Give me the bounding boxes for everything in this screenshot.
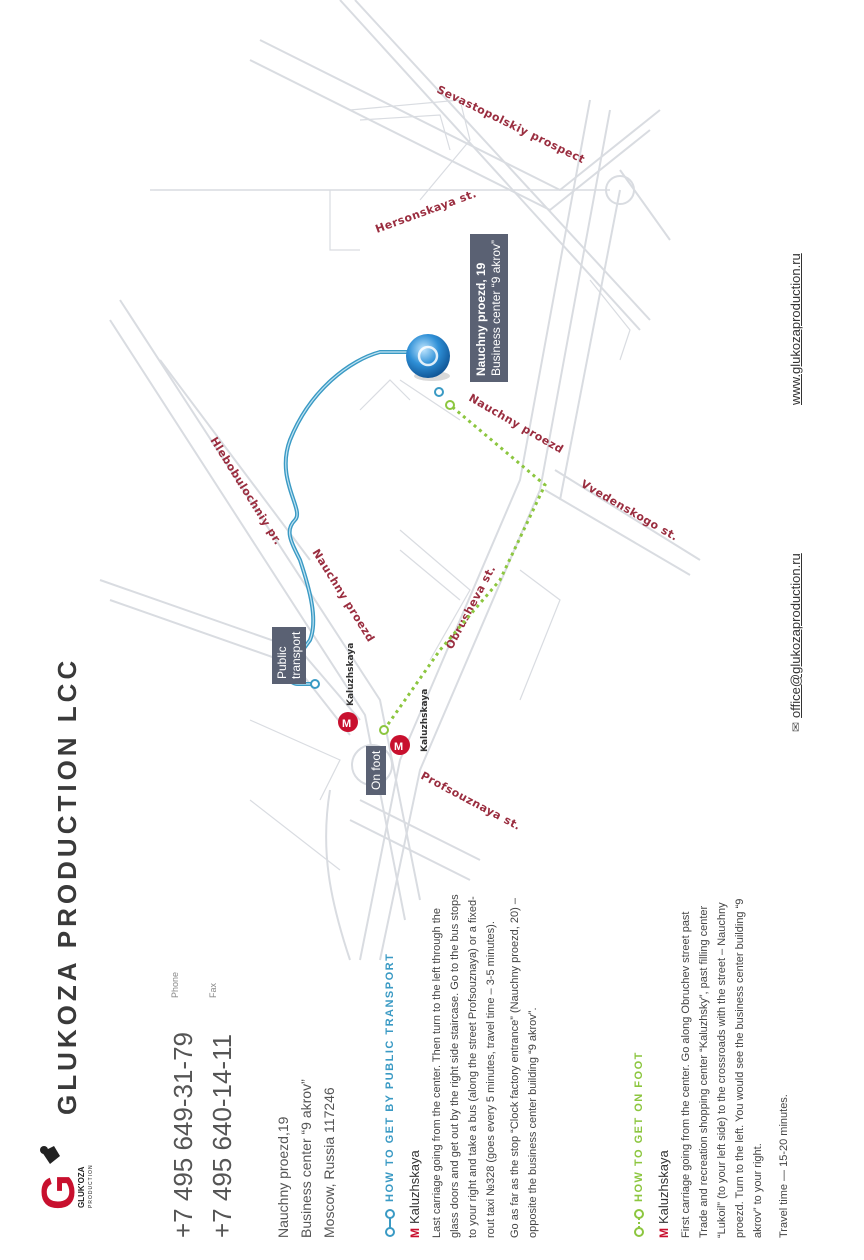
destination-pin <box>406 334 450 381</box>
tag-public-line2: transport <box>289 631 303 679</box>
on-foot-text-2: Travel time — 15-20 minutes. <box>778 1094 790 1238</box>
tag-public-line1: Public <box>275 646 289 679</box>
public-transport-title: HOW TO GET BY PUBLIC TRANSPORT <box>384 952 396 1202</box>
address-line1: Nauchny proezd,19 <box>275 1116 291 1238</box>
metro-label-2: Kaluzhskaya <box>420 689 430 752</box>
destination-center: Business center “9 akrov” <box>489 239 503 376</box>
phone-label: Phone <box>170 971 180 998</box>
on-foot-route <box>382 403 547 731</box>
public-transport-text-1: Last carriage going from the center. The… <box>431 894 497 1238</box>
metro-marker-1: M <box>338 712 358 732</box>
public-transport-section: HOW TO GET BY PUBLIC TRANSPORT M Kaluzhs… <box>383 888 542 1238</box>
destination-tag: Nauchny proezd, 19 Business center “9 ak… <box>470 233 508 382</box>
svg-text:M: M <box>394 741 403 753</box>
on-foot-title: HOW TO GET ON FOOT <box>633 1051 645 1202</box>
address-line2: Business center “9 akrov” <box>298 1079 314 1238</box>
tag-on-foot: On foot <box>366 745 386 795</box>
logo-sub2: PRODUCTION <box>88 1164 94 1208</box>
fax-number: +7 495 640-14-11 <box>207 1033 237 1238</box>
logo-sub: GLUK'OZA <box>77 1166 86 1208</box>
svg-text:M: M <box>342 718 351 730</box>
public-transport-text-2: Go as far as the stop “Clock factory ent… <box>509 898 539 1238</box>
destination-name: Nauchny proezd, 19 <box>474 262 488 376</box>
metro-icon: M <box>407 1228 422 1238</box>
on-foot-section: HOW TO GET ON FOOT M Kaluzhskaya First c… <box>632 888 793 1238</box>
tag-public-transport: Public transport <box>272 626 306 684</box>
public-metro-name: Kaluzhskaya <box>407 1150 422 1224</box>
address-line3: Moscow, Russia 117246 <box>321 1087 337 1238</box>
email-row: ✉ office@glukozaproduction.ru <box>788 553 803 732</box>
public-route-legend-icon <box>385 1209 395 1237</box>
fax-label: Fax <box>208 982 218 998</box>
email-link[interactable]: office@glukozaproduction.ru <box>788 553 803 718</box>
metro-label-1: Kaluzhskaya <box>346 643 356 706</box>
website-link[interactable]: www.glukozaproduction.ru <box>788 253 803 405</box>
foot-route-legend-icon <box>634 1209 644 1237</box>
metro-marker-2: M <box>390 735 410 755</box>
metro-icon: M <box>656 1228 671 1238</box>
foot-metro-name: Kaluzhskaya <box>656 1150 671 1224</box>
on-foot-text-1: First carriage going from the center. Go… <box>680 898 764 1238</box>
logo-letter: G <box>32 1174 84 1210</box>
company-logo: G GLUK'OZA PRODUCTION <box>32 1140 94 1216</box>
address-block: Nauchny proezd,19 Business center “9 akr… <box>272 1079 341 1238</box>
company-name: GLUKOZA PRODUCTION LCC <box>52 656 82 1115</box>
phone-number: +7 495 649-31-79 <box>168 1031 198 1238</box>
envelope-icon: ✉ <box>788 721 803 732</box>
